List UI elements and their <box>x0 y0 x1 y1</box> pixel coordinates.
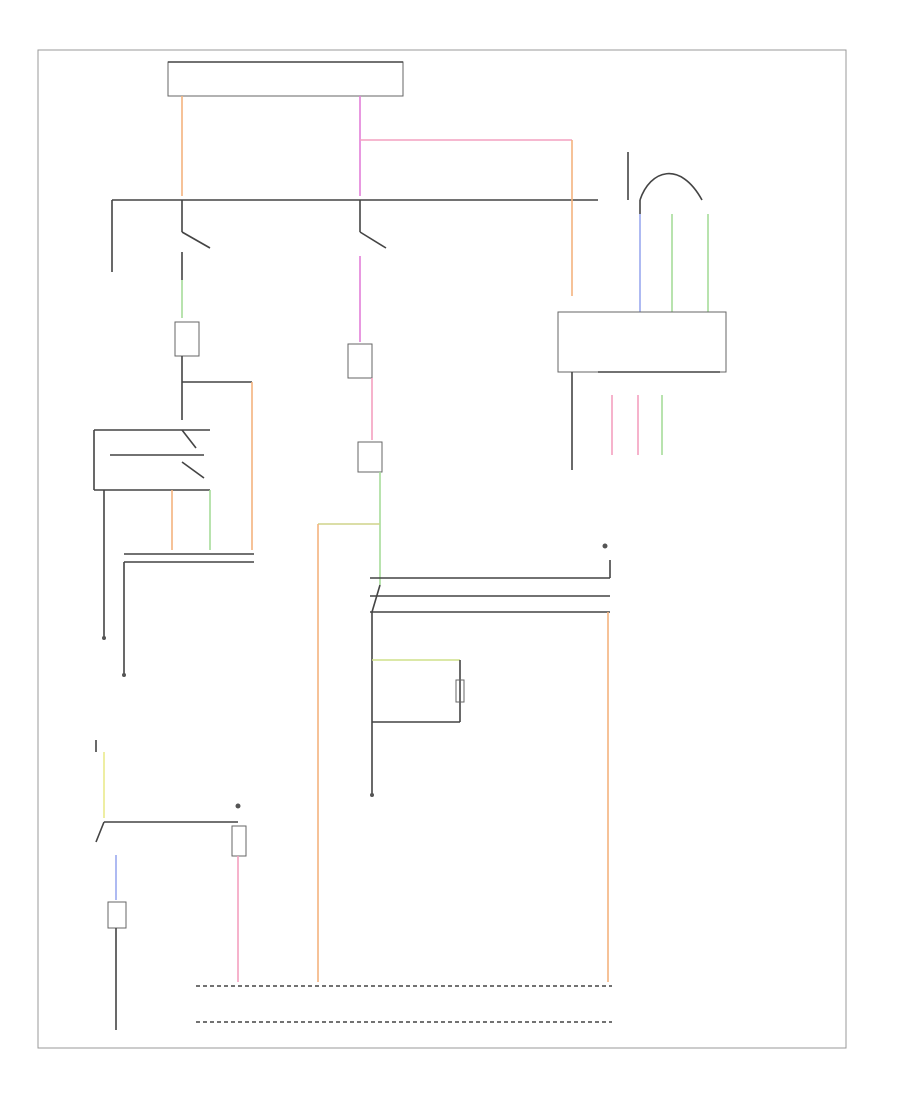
relay-m-2 <box>357 441 383 473</box>
relay-m-1 <box>347 343 373 379</box>
fuse-box <box>167 61 404 97</box>
neutral-sw-box <box>107 901 127 929</box>
wire-lower-left <box>95 740 247 1030</box>
fuse-box-outline <box>167 61 404 97</box>
wire-right-column <box>557 152 727 982</box>
wire-left-column <box>93 96 598 677</box>
wire-middle-column <box>317 96 610 982</box>
solenoid-r <box>455 679 465 703</box>
brake-switch-box <box>557 311 727 373</box>
diagram-frame <box>37 49 847 1049</box>
relay-lower <box>231 825 247 857</box>
relay-l-1 <box>174 321 200 357</box>
pcm-connector <box>196 985 612 1023</box>
